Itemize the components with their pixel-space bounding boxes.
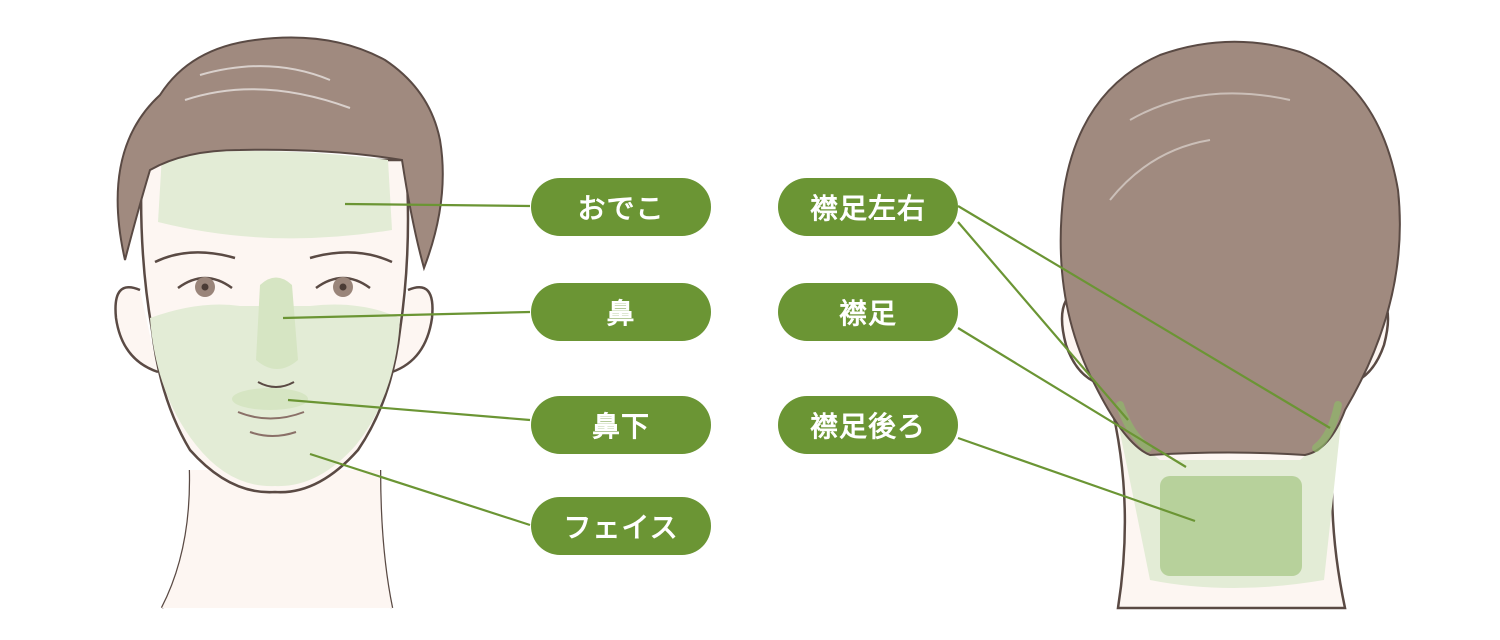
leader-line-collar-sides-2: [957, 221, 1129, 421]
back-head: [1059, 40, 1401, 610]
back-hair: [1059, 40, 1401, 457]
collar-back-zone: [1160, 476, 1302, 576]
leader-line-collar: [957, 327, 1187, 468]
forehead-zone: [158, 151, 392, 239]
left-eye: [177, 276, 233, 297]
label-under-nose: 鼻下: [531, 396, 711, 454]
leader-line-collar-sides-1: [957, 205, 1331, 429]
label-face: フェイス: [531, 497, 711, 555]
right-ear: [391, 286, 434, 374]
label-nose: 鼻: [531, 283, 711, 341]
leader-line-nose: [282, 310, 531, 320]
label-collar-sides: 襟足左右: [778, 178, 958, 236]
mouth: [237, 411, 305, 437]
leader-line-under-nose: [287, 398, 531, 422]
leader-line-collar-back: [957, 436, 1196, 523]
label-forehead: おでこ: [531, 178, 711, 236]
label-collar: 襟足: [778, 283, 958, 341]
front-face: [114, 36, 444, 609]
left-ear: [114, 286, 159, 374]
nose-zone: [256, 277, 298, 369]
label-collar-back: 襟足後ろ: [778, 396, 958, 454]
under-nose-zone: [232, 388, 308, 410]
leader-line-forehead: [344, 202, 531, 208]
right-eye: [315, 276, 371, 297]
leader-line-face: [309, 452, 531, 527]
